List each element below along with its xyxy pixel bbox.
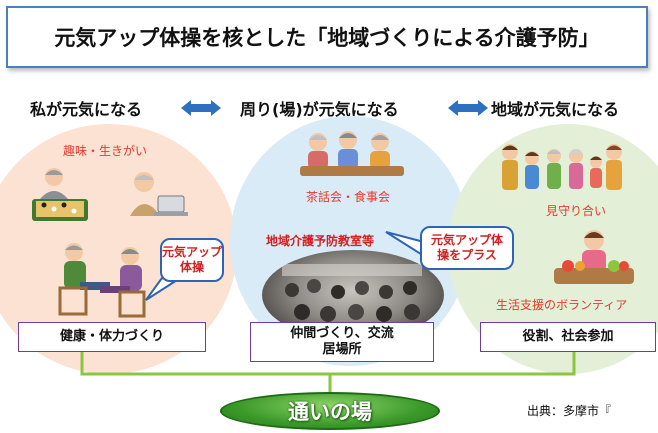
heading-surroundings: 周り(場)が元気になる: [240, 100, 399, 119]
volunteer-illustration: [554, 230, 634, 284]
box-role: 役割、社会参加: [480, 322, 656, 352]
heading-community: 地域が元気になる: [491, 100, 620, 119]
prevention-class-caption: 地域介護予防教室等: [266, 234, 375, 248]
double-arrow-icon: [448, 100, 488, 116]
source-credit: 出典：多摩市『: [527, 404, 612, 418]
board-game-illustration: [32, 168, 88, 221]
volunteer-caption: 生活支援のボランティア: [496, 298, 628, 312]
exercise-plus-bubble: 元気アップ体 操をプラス: [420, 226, 514, 270]
heading-self: 私が元気になる: [30, 100, 143, 119]
laptop-user-illustration: [130, 172, 188, 216]
box-health: 健康・体力づくり: [18, 322, 206, 352]
tea-party-illustration: [300, 131, 404, 176]
box-fellowship: 仲間づくり、交流 居場所: [250, 322, 434, 362]
watching-caption: 見守り合い: [546, 204, 607, 218]
exercise-bubble: 元気アップ 体操: [160, 238, 224, 282]
family-illustration: [502, 144, 622, 190]
gathering-place-label: 通いの場: [220, 392, 440, 430]
tea-party-caption: 茶話会・食事会: [306, 190, 391, 204]
exercise-illustration: [58, 243, 146, 318]
page-title: 元気アップ体操を核とした「地域づくりによる介護予防」: [6, 6, 648, 68]
double-arrow-icon: [181, 100, 221, 116]
hobby-caption: 趣味・生きがい: [63, 144, 148, 158]
audience-heads: [282, 264, 422, 322]
